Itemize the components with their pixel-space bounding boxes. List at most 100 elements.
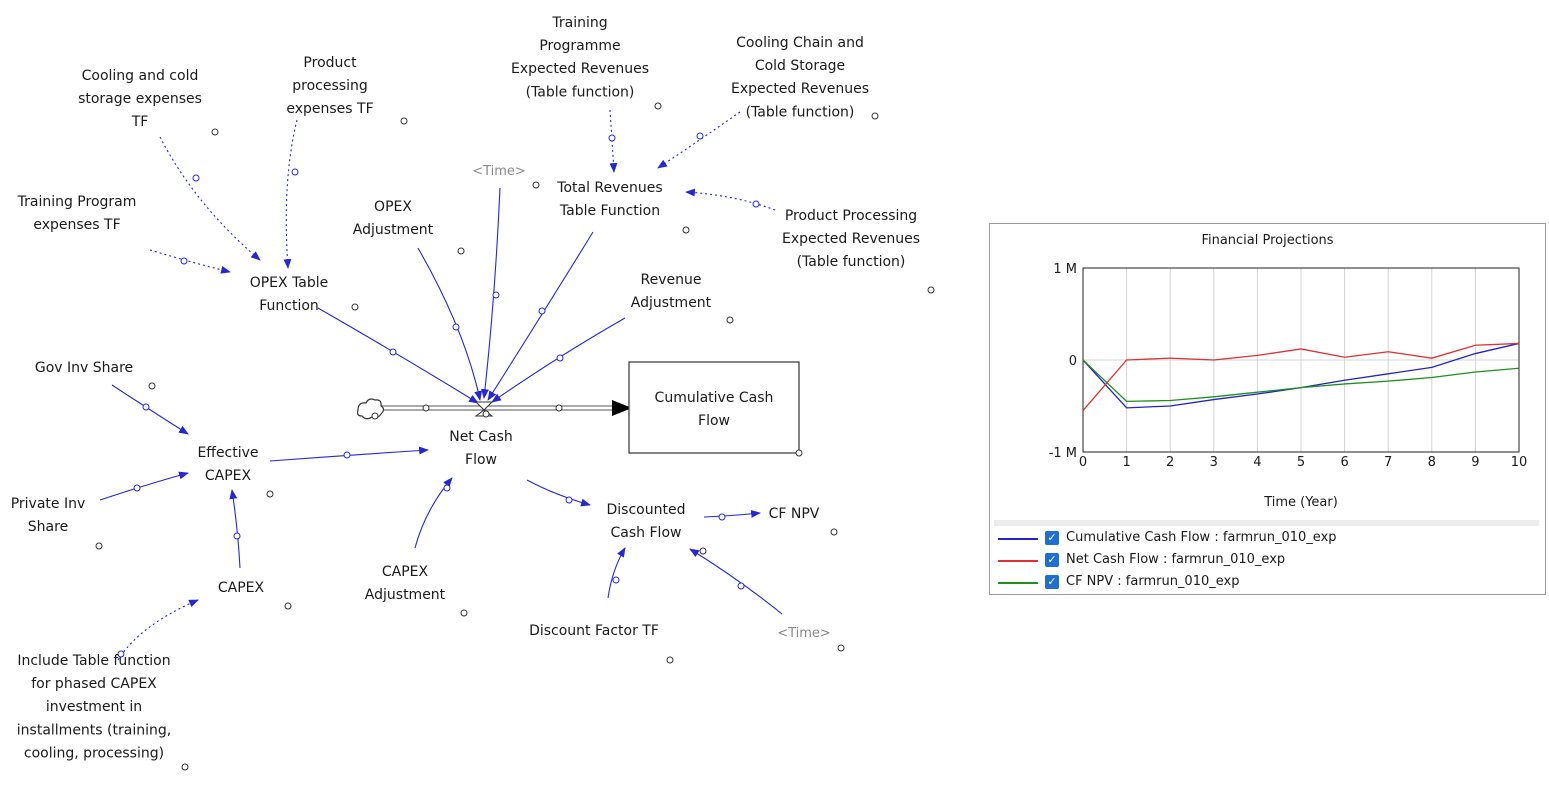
training-program-tf-line-1: expenses TF: [33, 217, 120, 233]
capex-adjustment-line-0: CAPEX: [382, 564, 429, 580]
legend-label-2: CF NPV : farmrun_010_exp: [1066, 574, 1240, 589]
time-shadow-label-top[interactable]: <Time>: [472, 164, 526, 179]
capex-adjustment-line-1: Adjustment: [365, 587, 446, 603]
link-gov-to-effcapex[interactable]: [111, 384, 189, 435]
link-dcf-to-npv[interactable]: [703, 509, 761, 518]
gov-inv-share-label[interactable]: Gov Inv Share: [35, 360, 133, 376]
cooling-chain-rev-line-3: (Table function): [746, 104, 855, 120]
link-cooling-to-opex[interactable]: [159, 136, 261, 261]
legend-item-0[interactable]: ✓Cumulative Cash Flow : farmrun_010_exp: [994, 528, 1539, 550]
cooling-cold-storage-tf-line-1: storage expenses: [78, 91, 202, 107]
discounted-cash-flow-line-0: Discounted: [607, 502, 686, 518]
x-tick-label-3: 3: [1210, 455, 1218, 470]
capex-label[interactable]: CAPEX: [218, 580, 265, 596]
cooling-cold-storage-tf-line-0: Cooling and cold: [82, 68, 199, 84]
product-processing-tf-line-0: Product: [303, 55, 357, 71]
revenue-adjustment-line-0: Revenue: [641, 272, 702, 288]
link-cooling-rev-to-total[interactable]: [657, 111, 741, 169]
link-capex-to-effcapex[interactable]: [229, 489, 241, 569]
net-cash-flow-pipe[interactable]: [378, 400, 632, 417]
series-line-2: [1082, 359, 1520, 403]
x-tick-label-9: 9: [1471, 455, 1479, 470]
discount-factor-tf-line-0: Discount Factor TF: [529, 623, 659, 639]
chart-legend: ✓Cumulative Cash Flow : farmrun_010_exp✓…: [994, 520, 1539, 594]
include-table-note-line-3: installments (training,: [17, 722, 171, 738]
x-axis-title: Time (Year): [1263, 495, 1338, 510]
variable-handles: [95, 102, 935, 771]
legend-item-2[interactable]: ✓ CF NPV : farmrun_010_exp: [994, 572, 1539, 594]
cf-npv-line-0: CF NPV: [769, 506, 820, 522]
link-ncf-to-dcf[interactable]: [526, 479, 591, 507]
product-processing-rev-line-1: Expected Revenues: [782, 231, 920, 247]
opex-table-line-1: Function: [259, 298, 319, 314]
legend-checkbox-icon[interactable]: ✓: [1045, 531, 1059, 545]
include-table-note-line-1: for phased CAPEX: [31, 676, 157, 692]
product-processing-rev-line-0: Product Processing: [785, 208, 917, 224]
link-training-tf-to-opex[interactable]: [149, 249, 231, 274]
legend-swatch-1: [998, 560, 1038, 562]
y-tick-label-2: -1 M: [1049, 446, 1077, 461]
opex-table-line-0: OPEX Table: [250, 275, 329, 291]
total-revenues-line-1: Table Function: [559, 203, 660, 219]
cooling-chain-rev-line-2: Expected Revenues: [731, 81, 869, 97]
capex-adjustment-label[interactable]: CAPEX Adjustment: [365, 564, 446, 603]
x-tick-label-1: 1: [1122, 455, 1130, 470]
effective-capex-line-1: CAPEX: [205, 468, 252, 484]
link-time2-to-dcf[interactable]: [689, 548, 783, 615]
discount-factor-tf-label[interactable]: Discount Factor TF: [529, 623, 659, 639]
link-note-to-capex[interactable]: [117, 599, 199, 661]
link-revenues-to-ncf[interactable]: [487, 231, 594, 401]
link-processing-rev-to-total[interactable]: [685, 188, 776, 211]
cf-npv-label[interactable]: CF NPV: [769, 506, 820, 522]
link-opex-to-ncf[interactable]: [317, 307, 479, 404]
x-tick-label-6: 6: [1340, 455, 1348, 470]
link-capexadj-to-ncf[interactable]: [414, 477, 453, 549]
x-tick-label-2: 2: [1166, 455, 1174, 470]
discounted-cash-flow-line-1: Cash Flow: [611, 525, 682, 541]
legend-swatch-0: [998, 538, 1038, 540]
legend-checkbox-icon[interactable]: ✓: [1045, 575, 1059, 589]
link-discount-to-dcf[interactable]: [607, 547, 626, 599]
cloud-source-icon: [356, 398, 385, 420]
training-programme-rev-line-3: (Table function): [526, 84, 635, 100]
cooling-chain-rev-line-0: Cooling Chain and: [736, 35, 864, 51]
private-inv-share-line-0: Private Inv: [11, 496, 86, 512]
legend-checkbox-icon[interactable]: ✓: [1045, 553, 1059, 567]
net-cash-flow-line-0: Net Cash: [449, 429, 513, 445]
training-programme-rev-line-2: Expected Revenues: [511, 61, 649, 77]
product-processing-tf-line-1: processing: [292, 78, 367, 94]
link-processing-to-opex[interactable]: [283, 119, 298, 269]
link-private-to-effcapex[interactable]: [99, 471, 189, 501]
time-top-line-0: <Time>: [472, 164, 526, 179]
private-inv-share-line-1: Share: [28, 519, 68, 535]
time-bottom-line-0: <Time>: [777, 626, 831, 641]
cumulative-cash-flow-line-0: Cumulative Cash: [655, 390, 774, 406]
time-shadow-label-bottom[interactable]: <Time>: [777, 626, 831, 641]
cumulative-cash-flow-line-1: Flow: [698, 413, 730, 429]
product-processing-rev-line-2: (Table function): [797, 254, 906, 270]
link-opexadj-to-ncf[interactable]: [417, 247, 483, 401]
legend-label-1: Net Cash Flow : farmrun_010_exp: [1066, 552, 1286, 567]
legend-item-1[interactable]: ✓ Net Cash Flow : farmrun_010_exp: [994, 550, 1539, 572]
cumulative-cash-flow-stock[interactable]: [628, 361, 800, 454]
x-tick-label-4: 4: [1253, 455, 1261, 470]
